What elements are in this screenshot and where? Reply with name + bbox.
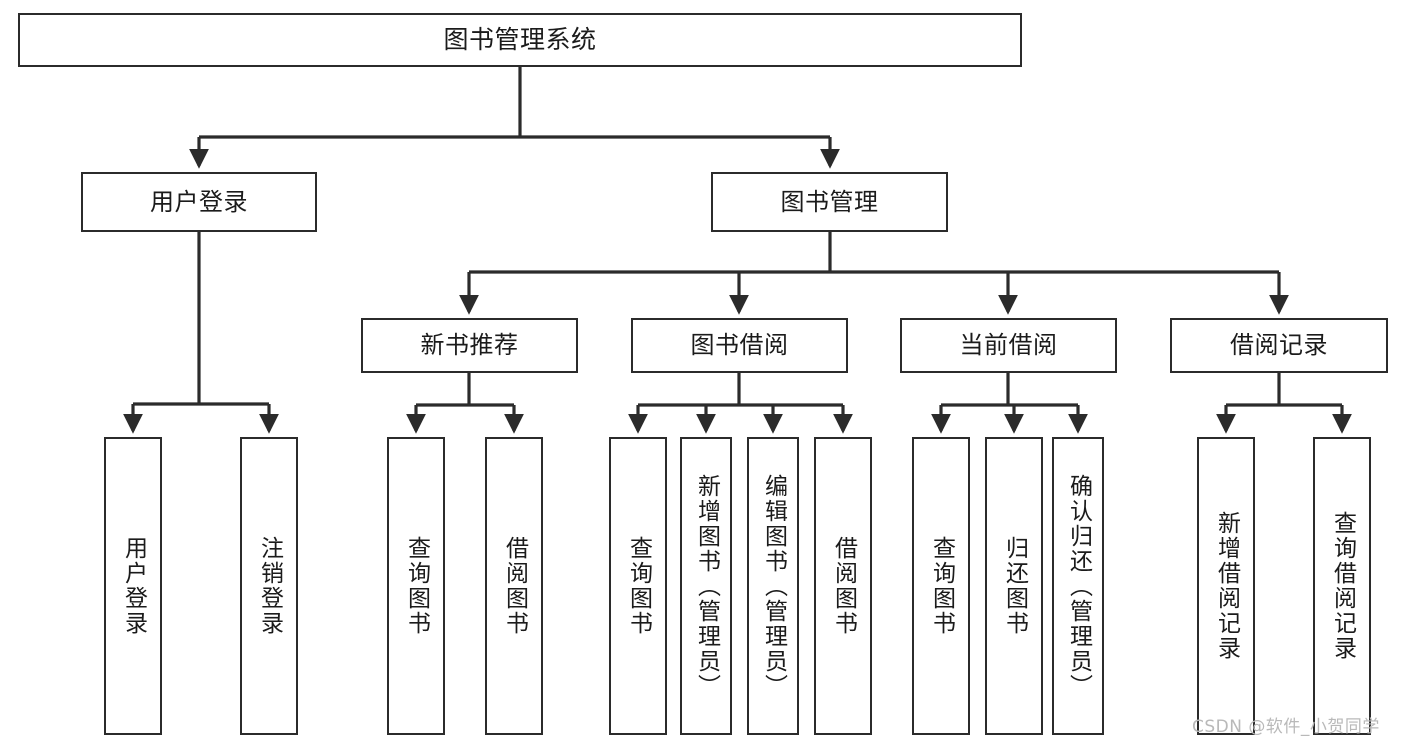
leaf-logout-login-label: 注销登录	[256, 536, 283, 636]
leaf-borrow-book-1-label: 借阅图书	[501, 536, 528, 636]
leaf-add-book-label: 新增图书（管理员）	[693, 473, 720, 699]
leaf-user-login[interactable]: 用户登录	[104, 437, 162, 735]
leaf-query-record[interactable]: 查询借阅记录	[1313, 437, 1371, 735]
leaf-borrow-book-2[interactable]: 借阅图书	[814, 437, 872, 735]
leaf-confirm-return[interactable]: 确认归还（管理员）	[1052, 437, 1104, 735]
node-current-borrow-label: 当前借阅	[959, 331, 1058, 360]
leaf-return-book[interactable]: 归还图书	[985, 437, 1043, 735]
node-borrow-record-label: 借阅记录	[1230, 331, 1328, 360]
leaf-user-login-label: 用户登录	[120, 536, 147, 636]
leaf-edit-book-label: 编辑图书（管理员）	[760, 473, 787, 699]
leaf-logout-login[interactable]: 注销登录	[240, 437, 298, 735]
node-new-book-recommend-label: 新书推荐	[420, 331, 519, 360]
leaf-query-record-label: 查询借阅记录	[1329, 511, 1356, 661]
node-book-borrow[interactable]: 图书借阅	[631, 318, 848, 373]
leaf-borrow-book-2-label: 借阅图书	[830, 536, 857, 636]
node-current-borrow[interactable]: 当前借阅	[900, 318, 1117, 373]
node-root[interactable]: 图书管理系统	[18, 13, 1022, 67]
leaf-query-book-2[interactable]: 查询图书	[609, 437, 667, 735]
node-user-login[interactable]: 用户登录	[81, 172, 317, 232]
node-book-borrow-label: 图书借阅	[690, 331, 789, 360]
leaf-query-book-3[interactable]: 查询图书	[912, 437, 970, 735]
leaf-add-record[interactable]: 新增借阅记录	[1197, 437, 1255, 735]
node-borrow-record[interactable]: 借阅记录	[1170, 318, 1388, 373]
node-book-manage[interactable]: 图书管理	[711, 172, 948, 232]
node-user-login-label: 用户登录	[150, 187, 248, 216]
leaf-edit-book[interactable]: 编辑图书（管理员）	[747, 437, 799, 735]
leaf-query-book-1-label: 查询图书	[403, 536, 430, 636]
leaf-add-book[interactable]: 新增图书（管理员）	[680, 437, 732, 735]
leaf-query-book-2-label: 查询图书	[625, 536, 652, 636]
leaf-borrow-book-1[interactable]: 借阅图书	[485, 437, 543, 735]
node-new-book-recommend[interactable]: 新书推荐	[361, 318, 578, 373]
leaf-confirm-return-label: 确认归还（管理员）	[1065, 473, 1092, 699]
leaf-return-book-label: 归还图书	[1001, 536, 1028, 636]
leaf-add-record-label: 新增借阅记录	[1213, 511, 1240, 661]
node-book-manage-label: 图书管理	[780, 187, 879, 216]
leaf-query-book-1[interactable]: 查询图书	[387, 437, 445, 735]
leaf-query-book-3-label: 查询图书	[928, 536, 955, 636]
node-root-label: 图书管理系统	[443, 25, 597, 54]
